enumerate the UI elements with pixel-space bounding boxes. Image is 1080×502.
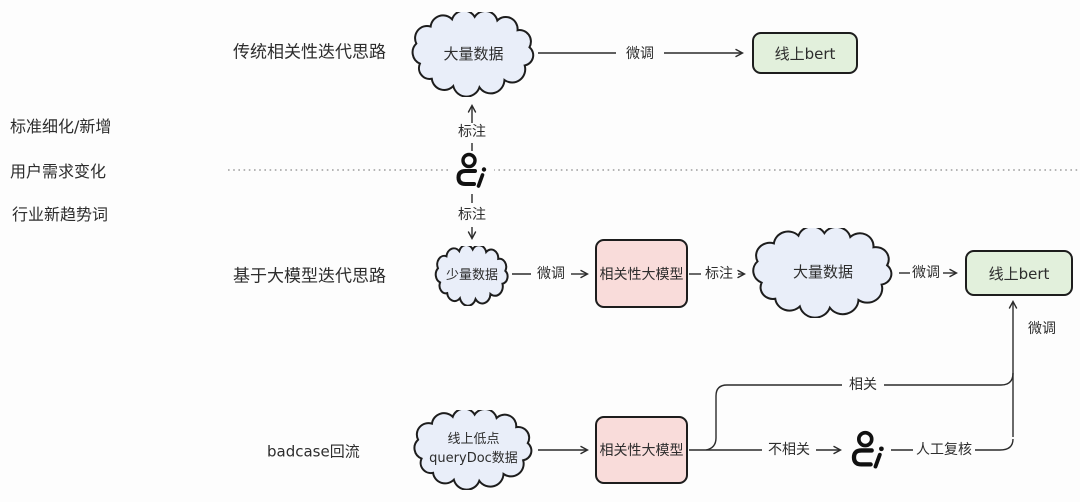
cloud-top-label: 大量数据 (443, 44, 504, 63)
edge-label-relevant: 相关 (849, 377, 877, 393)
edge-label-finetune-row2b: 微调 (912, 265, 940, 281)
cloud-big-label: 大量数据 (792, 263, 853, 282)
cloud-node-bottom: 线上低点 queryDoc数据 (410, 410, 537, 490)
edge-review-up (975, 438, 1014, 451)
row1-title: 传统相关性迭代思路 (233, 42, 386, 63)
edge-label-finetune-row2a: 微调 (537, 266, 565, 282)
cloud-shape (410, 410, 537, 490)
annotator-icon (450, 151, 494, 193)
side-label-1: 标准细化/新增 (10, 117, 112, 136)
cloud-node-top: 大量数据 (408, 12, 539, 97)
edge-label-finetune-vertical: 微调 (1028, 321, 1056, 337)
cloud-bottom-line1: 线上低点 (447, 432, 500, 448)
edge-label-manual-review: 人工复核 (916, 442, 972, 458)
cloud-node-small: 少量数据 (433, 246, 511, 306)
edge-label-annotate-down: 标注 (458, 207, 486, 223)
edge-label-irrelevant: 不相关 (768, 442, 810, 458)
side-label-2: 用户需求变化 (10, 162, 107, 181)
llm-bottom-box: 相关性大模型 (595, 416, 688, 484)
edge-label-annotate-up: 标注 (458, 124, 486, 140)
cloud-node-big: 大量数据 (748, 228, 898, 318)
edge-relevant-up (705, 384, 842, 451)
cloud-bottom-line2: queryDoc数据 (429, 451, 518, 466)
side-label-3: 行业新趋势词 (12, 205, 109, 224)
annotator-icon (845, 429, 891, 473)
row3-title: badcase回流 (267, 442, 360, 461)
row2-title: 基于大模型迭代思路 (233, 266, 386, 287)
cloud-small-label: 少量数据 (445, 267, 498, 283)
edge-relevant-right (884, 372, 1014, 386)
llm-mid-box: 相关性大模型 (595, 239, 688, 308)
bert-top-box: 线上bert (752, 32, 858, 74)
bert-mid-box: 线上bert (965, 250, 1073, 296)
edge-label-finetune-top: 微调 (626, 46, 654, 62)
cloud-shape (748, 228, 898, 318)
cloud-shape (408, 12, 539, 97)
cloud-shape (433, 246, 511, 306)
cloud-bottom-label: 线上低点 queryDoc数据 (410, 410, 537, 490)
edge-label-annotate-row2: 标注 (705, 266, 733, 282)
